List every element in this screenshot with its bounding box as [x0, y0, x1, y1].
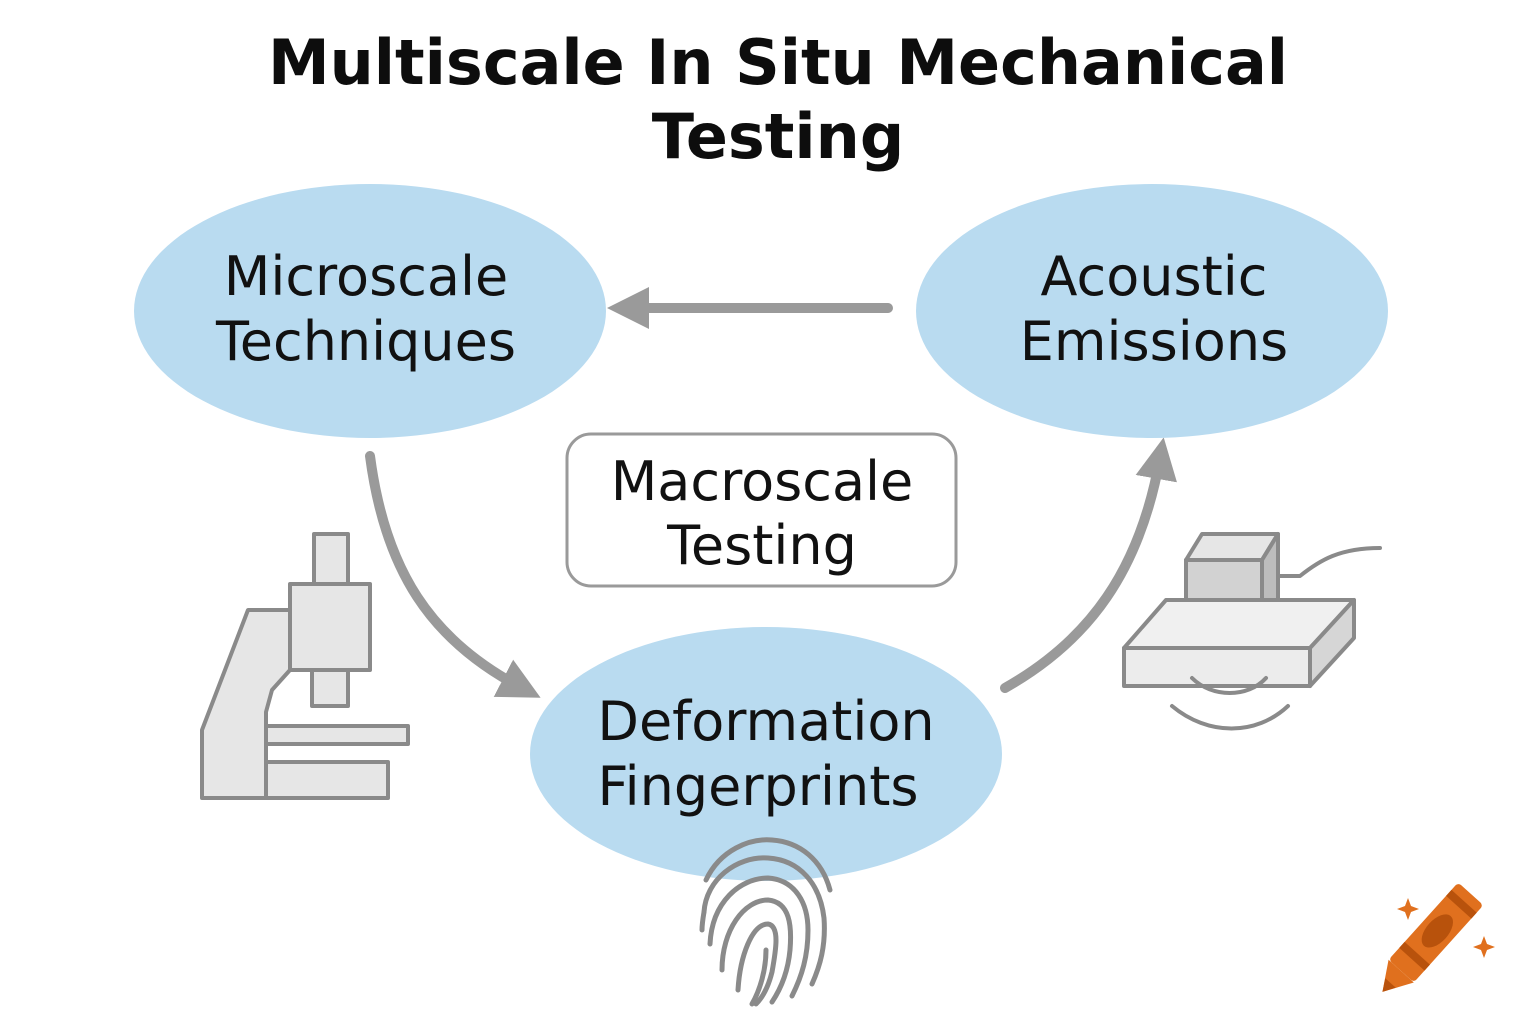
- sparkle-icon: [1397, 898, 1419, 920]
- node-microscale-line-1: Microscale: [224, 245, 508, 308]
- center-box-rect: [565, 432, 958, 588]
- title-line-2: Testing: [652, 100, 904, 173]
- microscope-icon: [200, 532, 410, 800]
- node-deformation-fingerprints: Deformation Fingerprints: [530, 627, 1002, 881]
- node-acoustic-ellipse: [916, 184, 1388, 438]
- sparkle-icon: [1473, 936, 1495, 958]
- crayon-logo: [1382, 884, 1495, 992]
- node-deformation-line-1: Deformation: [597, 690, 934, 753]
- arrows: [365, 287, 1177, 698]
- node-microscale-ellipse: [134, 184, 606, 438]
- acoustic-sensor-icon: [1122, 532, 1382, 731]
- center-box-line-2: Testing: [666, 514, 857, 577]
- arrow-deformation-to-acoustic: [1000, 437, 1177, 693]
- arrow-microscale-to-deformation: [365, 451, 541, 698]
- node-acoustic-line-2: Emissions: [1020, 310, 1288, 373]
- center-box-macroscale-testing: Macroscale Testing: [565, 432, 958, 588]
- node-microscale-line-2: Techniques: [215, 310, 516, 373]
- node-acoustic-emissions: Acoustic Emissions: [916, 184, 1388, 438]
- title-line-1: Multiscale In Situ Mechanical: [268, 26, 1288, 99]
- node-deformation-line-2: Fingerprints: [597, 755, 918, 818]
- center-box-line-1: Macroscale: [611, 450, 914, 513]
- node-deformation-ellipse: [530, 627, 1002, 881]
- fingerprint-icon: [699, 837, 833, 1007]
- node-acoustic-line-1: Acoustic: [1041, 245, 1268, 308]
- node-microscale-techniques: Microscale Techniques: [134, 184, 606, 438]
